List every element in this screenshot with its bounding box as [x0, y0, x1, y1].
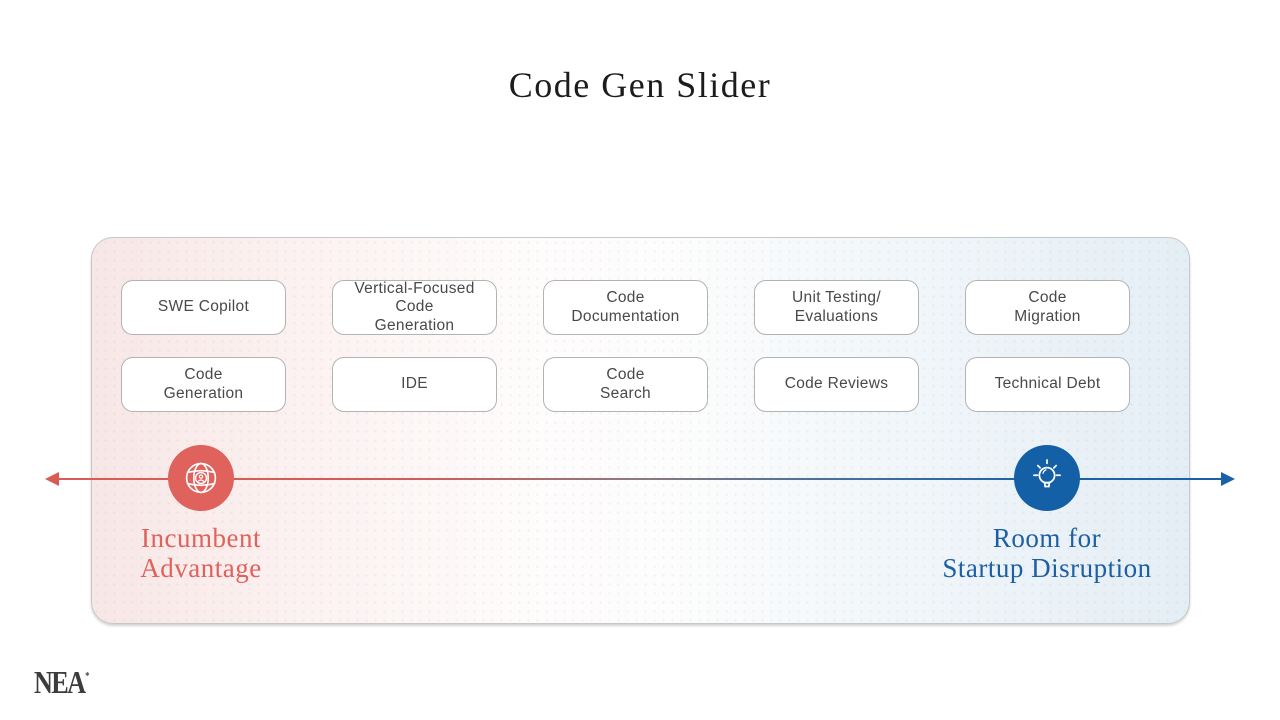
nea-logo: NEA*	[34, 664, 89, 701]
category-grid: SWE Copilot Vertical-Focused Code Genera…	[121, 280, 1130, 412]
page-title: Code Gen Slider	[508, 65, 772, 105]
category-box-ide: IDE	[332, 357, 497, 412]
category-box-vertical-focused-code-generation: Vertical-Focused Code Generation	[332, 280, 497, 335]
category-box-code-generation: Code Generation	[121, 357, 286, 412]
category-box-unit-testing-evaluations: Unit Testing/ Evaluations	[754, 280, 919, 335]
category-box-code-migration: Code Migration	[965, 280, 1130, 335]
nea-logo-text: NEA	[34, 664, 86, 700]
startup-node	[1014, 445, 1080, 511]
category-box-technical-debt: Technical Debt	[965, 357, 1130, 412]
slider-axis	[59, 478, 1222, 480]
category-panel: SWE Copilot Vertical-Focused Code Genera…	[91, 237, 1190, 624]
category-box-code-documentation: Code Documentation	[543, 280, 708, 335]
incumbent-advantage-label: Incumbent Advantage	[140, 523, 262, 583]
category-box-code-reviews: Code Reviews	[754, 357, 919, 412]
lightbulb-icon	[1023, 454, 1071, 502]
globe-user-icon	[177, 454, 225, 502]
axis-arrow-left-icon	[45, 472, 59, 486]
incumbent-node	[168, 445, 234, 511]
category-box-swe-copilot: SWE Copilot	[121, 280, 286, 335]
startup-disruption-label: Room for Startup Disruption	[942, 523, 1152, 583]
category-box-code-search: Code Search	[543, 357, 708, 412]
nea-logo-mark: *	[85, 671, 90, 682]
axis-arrow-right-icon	[1221, 472, 1235, 486]
